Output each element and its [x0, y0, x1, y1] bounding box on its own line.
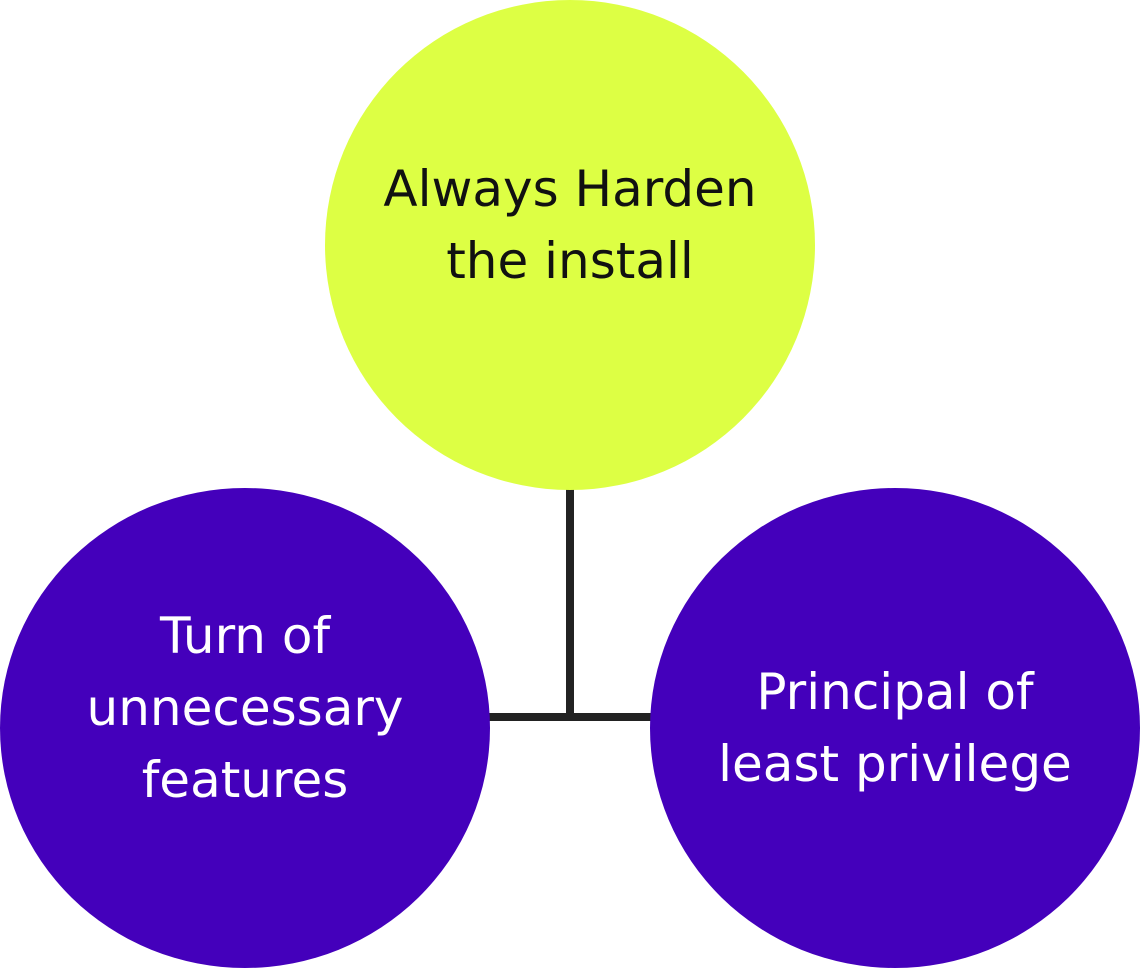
node-least-privilege-label: Principal of least privilege [718, 663, 1072, 793]
node-always-harden: Always Harden the install [325, 0, 815, 490]
node-turn-off-features-label: Turn of unnecessary features [86, 607, 404, 809]
node-always-harden-label: Always Harden the install [383, 160, 757, 290]
node-turn-off-features: Turn of unnecessary features [0, 488, 490, 968]
node-least-privilege: Principal of least privilege [650, 488, 1140, 968]
